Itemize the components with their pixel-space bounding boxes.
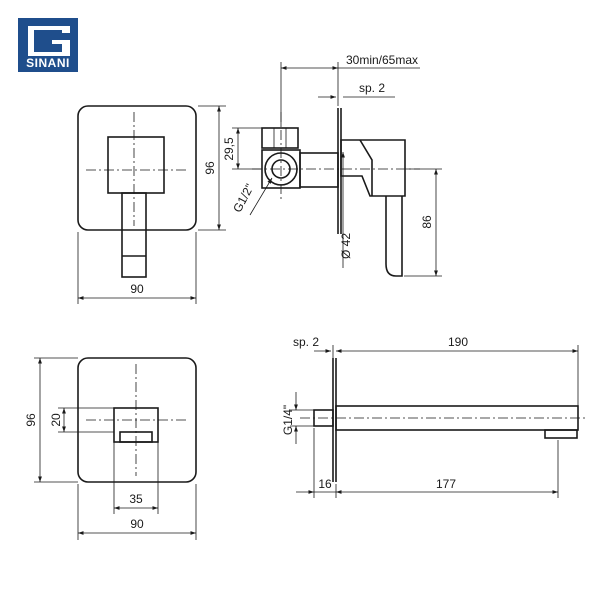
side-plate-label: sp. 2 — [359, 81, 385, 95]
spout-front-width-label: 90 — [130, 517, 144, 531]
spout-reach-label: 177 — [436, 477, 456, 491]
spout-thread-label: G1/4" — [281, 405, 295, 435]
side-handle-body — [340, 139, 406, 197]
spout-front-view: 96 20 35 90 — [24, 357, 197, 540]
brand-name: SINANI — [26, 56, 70, 70]
spout-outlet-height-label: 20 — [49, 413, 63, 427]
side-lever — [385, 196, 403, 277]
spout-outlet-side — [544, 429, 578, 439]
spout-length-label: 190 — [448, 335, 468, 349]
side-lever-label: 86 — [420, 215, 434, 229]
spout-front-height-label: 96 — [24, 413, 38, 427]
mixer-front-view: 90 96 — [77, 105, 226, 304]
side-diameter-label: Ø 42 — [339, 233, 353, 259]
logo-mark — [28, 26, 70, 56]
mixer-body-square — [107, 136, 165, 194]
mixer-side-view: 30min/65max sp. 2 29,5 G1/2" Ø 42 86 — [222, 53, 442, 277]
side-handle-chamfer — [359, 139, 373, 196]
side-inlet-fitting — [261, 127, 299, 149]
front-height-label: 96 — [203, 161, 217, 175]
front-width-label: 90 — [130, 282, 144, 296]
spout-outlet-width-label: 35 — [129, 492, 143, 506]
spout-side-view: sp. 2 190 G1/4" 16 177 — [281, 335, 585, 498]
spout-plate-label: sp. 2 — [293, 335, 319, 349]
side-cartridge — [299, 152, 339, 188]
spout-plate-outline — [77, 357, 197, 483]
mixer-plate-outline — [77, 105, 197, 231]
spout-base-label: 16 — [318, 477, 332, 491]
side-depth-label: 30min/65max — [346, 53, 418, 67]
brand-logo: SINANI — [18, 18, 78, 72]
side-outlet-label: 29,5 — [222, 137, 236, 161]
